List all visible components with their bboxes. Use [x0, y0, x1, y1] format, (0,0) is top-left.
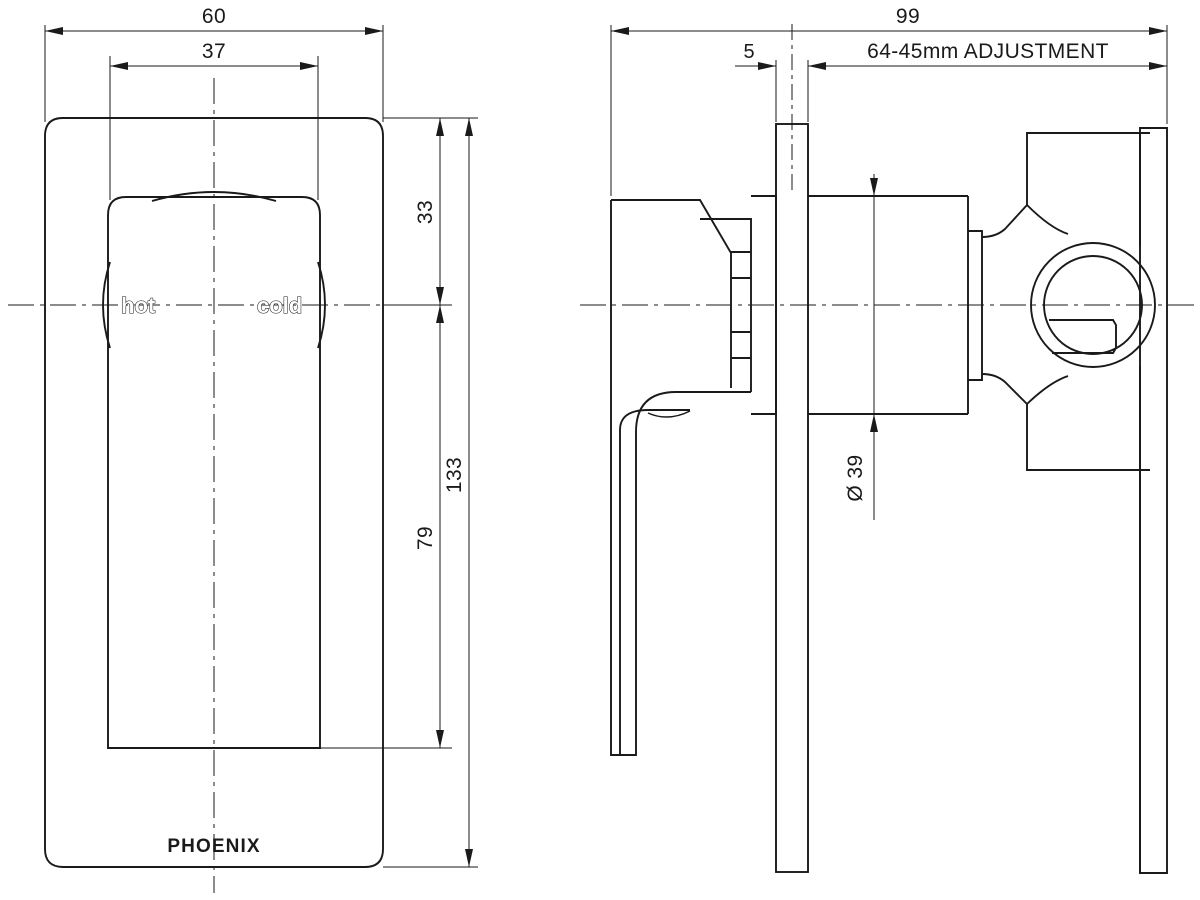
side-mount-rail-outer	[1139, 127, 1168, 874]
dim-text-diameter: Ø 39	[844, 454, 867, 501]
side-spindle-step-top	[700, 218, 752, 252]
dim-text-133: 133	[443, 457, 466, 493]
arrow-33-bottom	[436, 287, 444, 305]
front-plate-outline	[44, 117, 384, 868]
side-lever-arm-inner	[619, 409, 690, 755]
arrow-79-bottom	[436, 730, 444, 748]
dim-text-5: 5	[743, 41, 754, 63]
side-bracket-upper	[981, 132, 1150, 238]
cold-label: cold	[257, 293, 302, 318]
brand-logo-text: PHOENIX	[167, 836, 260, 857]
side-bracket-lower	[981, 373, 1150, 471]
arrow-37-left	[110, 62, 128, 70]
arrow-diameter-top	[870, 178, 878, 196]
dim-text-37: 37	[202, 40, 226, 63]
arrow-60-left	[45, 27, 63, 35]
arrow-133-top	[465, 118, 473, 136]
dim-text-79: 79	[414, 526, 437, 550]
side-view-group	[580, 24, 1196, 874]
arrow-adjustment-left	[808, 62, 826, 70]
hot-label: hot	[121, 293, 156, 318]
arrow-133-bottom	[465, 849, 473, 867]
arrow-37-right	[300, 62, 318, 70]
front-view-group: PHOENIX hot cold	[8, 78, 420, 893]
arrow-79-top	[436, 305, 444, 323]
arrow-99-left	[611, 27, 629, 35]
arrow-99-right	[1149, 27, 1167, 35]
side-lever-arm-outer	[610, 200, 731, 756]
front-view-dimensions: 60 37 33 79	[44, 5, 478, 868]
arrow-diameter-bottom	[870, 414, 878, 432]
side-valve-outer-circle	[1030, 242, 1156, 368]
dim-text-adjustment: 64-45mm ADJUSTMENT	[867, 40, 1109, 63]
side-bracket-lower-curve	[1026, 375, 1069, 405]
arrow-33-top	[436, 118, 444, 136]
side-valve-slot	[1049, 319, 1117, 354]
side-wall-plate	[775, 123, 809, 873]
dim-text-99: 99	[896, 5, 920, 28]
arrow-adjustment-right	[1149, 62, 1167, 70]
side-view-dimensions: 99 5 64-45mm ADJUSTMENT Ø 39	[610, 5, 1168, 520]
arrow-60-right	[365, 27, 383, 35]
handle-crown-arc	[151, 191, 277, 202]
dim-text-33: 33	[414, 200, 437, 224]
arrow-5-left	[758, 62, 776, 70]
side-lever-tip-detail	[647, 410, 691, 418]
side-bracket-upper-curve	[1026, 204, 1069, 235]
dim-text-60: 60	[202, 5, 226, 28]
side-handle-block	[611, 199, 732, 305]
